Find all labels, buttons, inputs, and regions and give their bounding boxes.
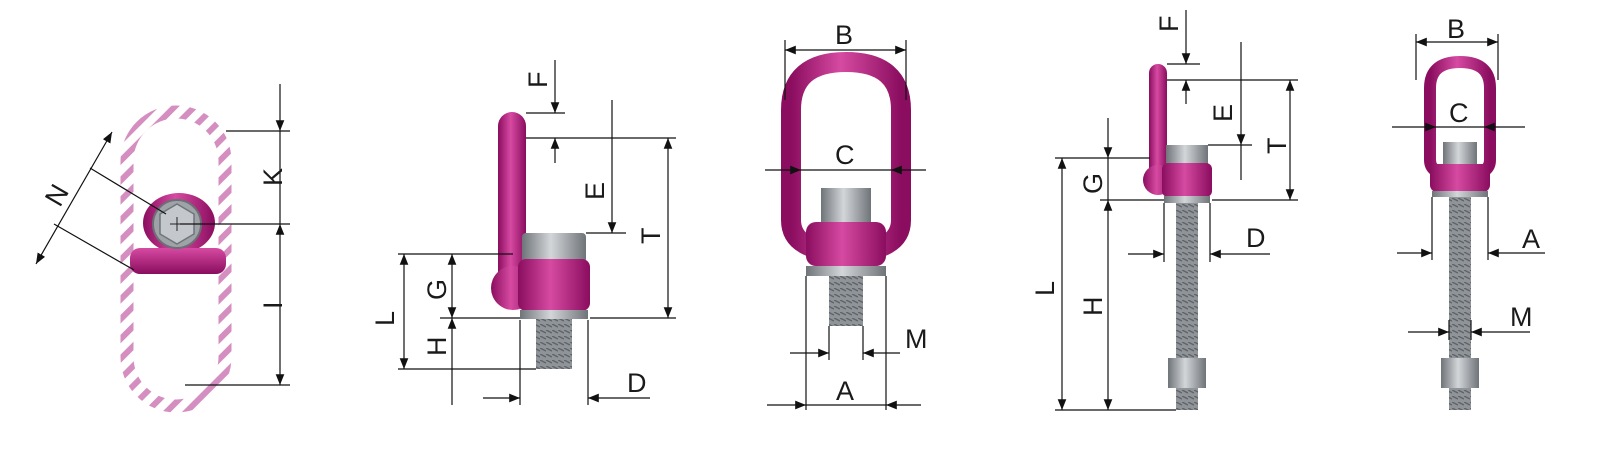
label-b-long: B — [1447, 14, 1465, 44]
label-m-long: M — [1510, 302, 1533, 332]
label-e: E — [580, 182, 610, 200]
label-i: I — [258, 301, 288, 309]
label-a-long: A — [1522, 224, 1540, 254]
label-g-long: G — [1078, 173, 1108, 194]
long-stud — [1176, 203, 1198, 361]
bail — [498, 112, 526, 297]
swivel-body-front — [806, 222, 886, 266]
bail-long — [1149, 64, 1167, 184]
hex-nut-front — [821, 188, 871, 222]
bottom-nut — [1168, 358, 1206, 388]
base-flange — [130, 248, 226, 274]
label-l-long: L — [1030, 281, 1060, 296]
swivel-body-long — [1162, 163, 1212, 197]
label-k: K — [258, 168, 288, 186]
label-c-long: C — [1449, 98, 1469, 128]
label-d-long: D — [1246, 223, 1266, 253]
long-stud-front — [1449, 197, 1471, 359]
label-h-long: H — [1078, 297, 1108, 317]
side-view-short: F E T L G H D — [370, 60, 676, 405]
washer — [520, 310, 588, 319]
swivel-body-front-long — [1430, 164, 1490, 192]
top-view: N K I — [35, 84, 290, 413]
label-m: M — [905, 324, 928, 354]
label-c: C — [835, 140, 855, 170]
swivel-body — [518, 259, 590, 311]
label-a: A — [836, 376, 854, 406]
label-f-long: F — [1154, 16, 1184, 33]
label-t: T — [636, 228, 666, 245]
front-view-long: B C A M — [1392, 14, 1545, 410]
hex-nut — [522, 233, 586, 263]
label-l: L — [370, 311, 400, 326]
front-view-short: B C M A — [765, 20, 928, 410]
label-g: G — [422, 279, 452, 300]
threaded-stud-front — [829, 276, 863, 326]
label-h: H — [422, 337, 452, 357]
threaded-stud — [536, 319, 572, 369]
label-b: B — [835, 20, 853, 50]
label-e-long: E — [1208, 104, 1238, 122]
label-f: F — [523, 72, 553, 89]
label-d: D — [627, 368, 647, 398]
label-t-long: T — [1262, 138, 1292, 155]
side-view-long: F E T G H L D — [1030, 10, 1298, 411]
